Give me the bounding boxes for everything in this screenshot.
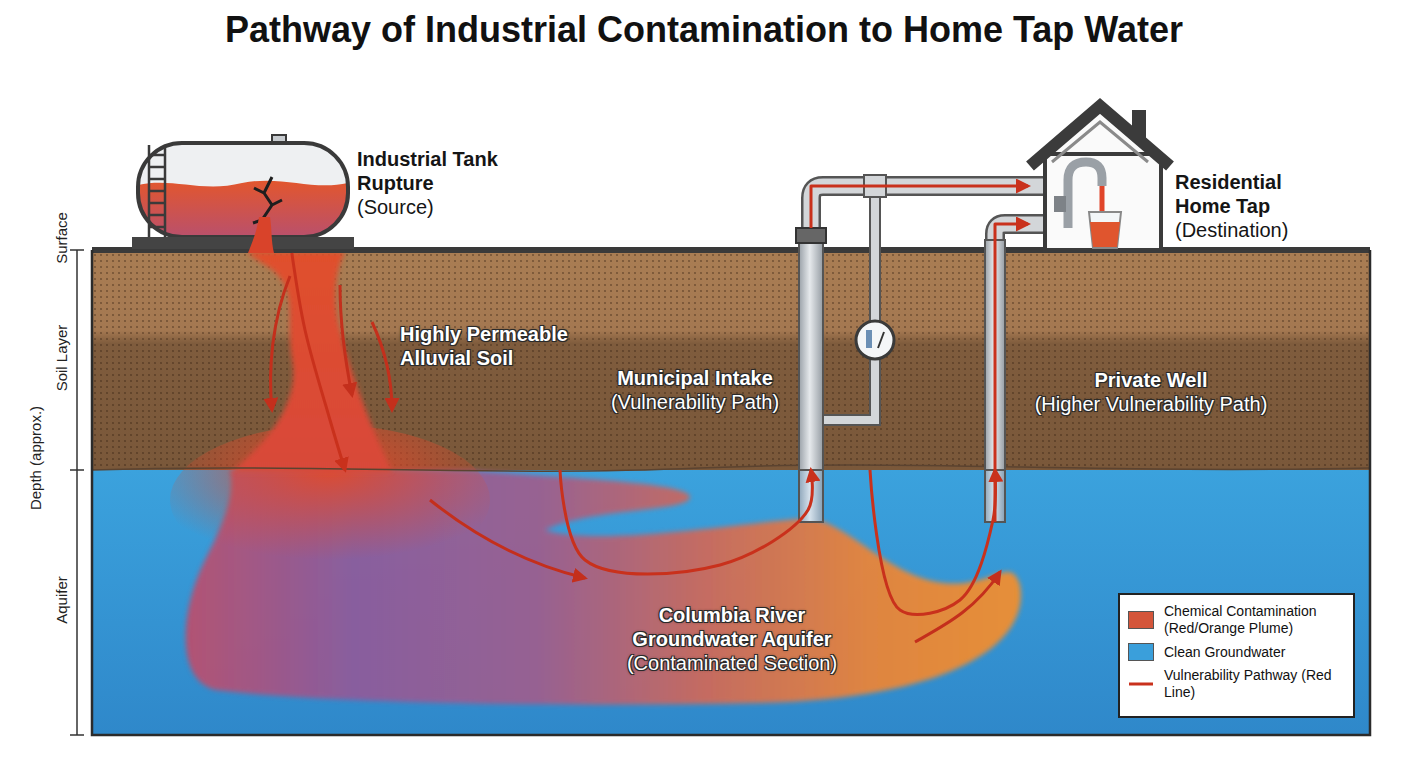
diagram-title: Pathway of Industrial Contamination to H… [0, 8, 1408, 52]
legend-row: Clean Groundwater [1128, 643, 1345, 661]
legend-row: Chemical Contamination (Red/Orange Plume… [1128, 603, 1345, 637]
storage-tank: Industrial Tank Rupture(Source) [132, 135, 354, 253]
node-sublabel: (Higher Vulnerability Path) [1006, 392, 1296, 416]
illustration-shape [149, 178, 165, 181]
node-label: Columbia River Groundwater Aquifer [607, 603, 857, 651]
well-pipe-node-outline [984, 240, 1006, 470]
illustration-shape [70, 249, 84, 251]
node-sublabel: (Contaminated Section) [607, 651, 857, 675]
axis-label: Aquifer [53, 576, 71, 624]
flow-connector [995, 224, 1028, 240]
legend-text: Clean Groundwater [1164, 644, 1342, 661]
intake-pipe-submerged [799, 468, 823, 522]
node-text-group: Columbia River Groundwater Aquifer(Conta… [607, 603, 857, 675]
house-roof [1030, 106, 1170, 166]
node-label: Municipal Intake [598, 366, 792, 390]
flow-meter [856, 321, 894, 359]
legend-text: Vulnerability Pathway (Red Line) [1164, 667, 1342, 701]
illustration-shape [878, 332, 884, 348]
node-label: Private Well [1006, 368, 1296, 392]
legend-swatch [1128, 643, 1154, 661]
well-pipe-node: Private Well(Higher Vulnerability Path) [984, 240, 1006, 470]
node-sublabel: (Source) [357, 195, 532, 219]
legend-swatch [1128, 611, 1154, 629]
tank-leak [248, 217, 274, 253]
node-text-group: Residential Home Tap(Destination) [1175, 170, 1310, 242]
node-label: Industrial Tank Rupture [357, 147, 532, 195]
intake-pipe-node-outline [796, 228, 826, 470]
axis-label: Depth (approx.) [27, 406, 45, 510]
illustration-shape [70, 734, 84, 736]
intake-cap [796, 228, 826, 243]
node-sublabel: (Vulnerability Path) [598, 390, 792, 414]
axis-label: Surface [53, 212, 71, 264]
legend-line [1129, 683, 1153, 686]
intake-pipe-node: Municipal Intake(Vulnerability Path) [796, 228, 826, 470]
node-label: Highly Permeable Alluvial Soil [400, 322, 600, 370]
node-text-group: Industrial Tank Rupture(Source) [357, 147, 532, 219]
supply-pipe [811, 186, 1046, 244]
faucet-handle [1054, 196, 1066, 212]
house-roof-inner [1052, 122, 1148, 162]
well-pipe-red-line [994, 468, 997, 522]
tank-base [132, 237, 354, 249]
legend-line-sample [1128, 675, 1154, 693]
tank-liquid [138, 181, 348, 237]
flow-connector [811, 186, 1028, 228]
illustration-shape [149, 166, 165, 169]
depth-axis [70, 250, 84, 735]
cross-section-frame [92, 250, 1370, 735]
illustration-shape [149, 190, 165, 193]
well-pipe-red-line [994, 240, 997, 470]
legend-box: Chemical Contamination (Red/Orange Plume… [1118, 593, 1355, 718]
storage-tank-outline [132, 135, 354, 253]
node-label: Residential Home Tap [1175, 170, 1310, 218]
well-pipe-submerged [985, 468, 1005, 522]
pipe-tee [864, 175, 886, 197]
illustration-shape [149, 154, 165, 157]
water-glass [1089, 212, 1121, 248]
illustration-shape [866, 330, 872, 348]
axis-label: Soil Layer [53, 325, 71, 392]
illustration-shape [149, 214, 165, 217]
illustration-shape [76, 250, 78, 735]
intake-pipe [799, 242, 823, 470]
glass-water [1090, 222, 1120, 247]
illustration-shape [149, 202, 165, 205]
legend-text: Chemical Contamination (Red/Orange Plume… [1164, 603, 1342, 637]
illustration-shape [430, 500, 585, 578]
illustration-shape [149, 226, 165, 229]
house-wall [1045, 154, 1161, 250]
node-text-group: Private Well(Higher Vulnerability Path) [1006, 368, 1296, 416]
tank-outline [138, 143, 348, 237]
illustration-shape [70, 469, 84, 471]
well-pipe [985, 240, 1005, 470]
node-text-group: Highly Permeable Alluvial Soil [400, 322, 600, 370]
house: Residential Home Tap(Destination) [1028, 100, 1172, 252]
node-sublabel: (Destination) [1175, 218, 1310, 242]
legend-row: Vulnerability Pathway (Red Line) [1128, 667, 1345, 701]
house-outline [1028, 100, 1172, 252]
illustration-shape [856, 321, 894, 359]
tank-ladder [149, 145, 165, 237]
node-text-group: Municipal Intake(Vulnerability Path) [598, 366, 792, 414]
